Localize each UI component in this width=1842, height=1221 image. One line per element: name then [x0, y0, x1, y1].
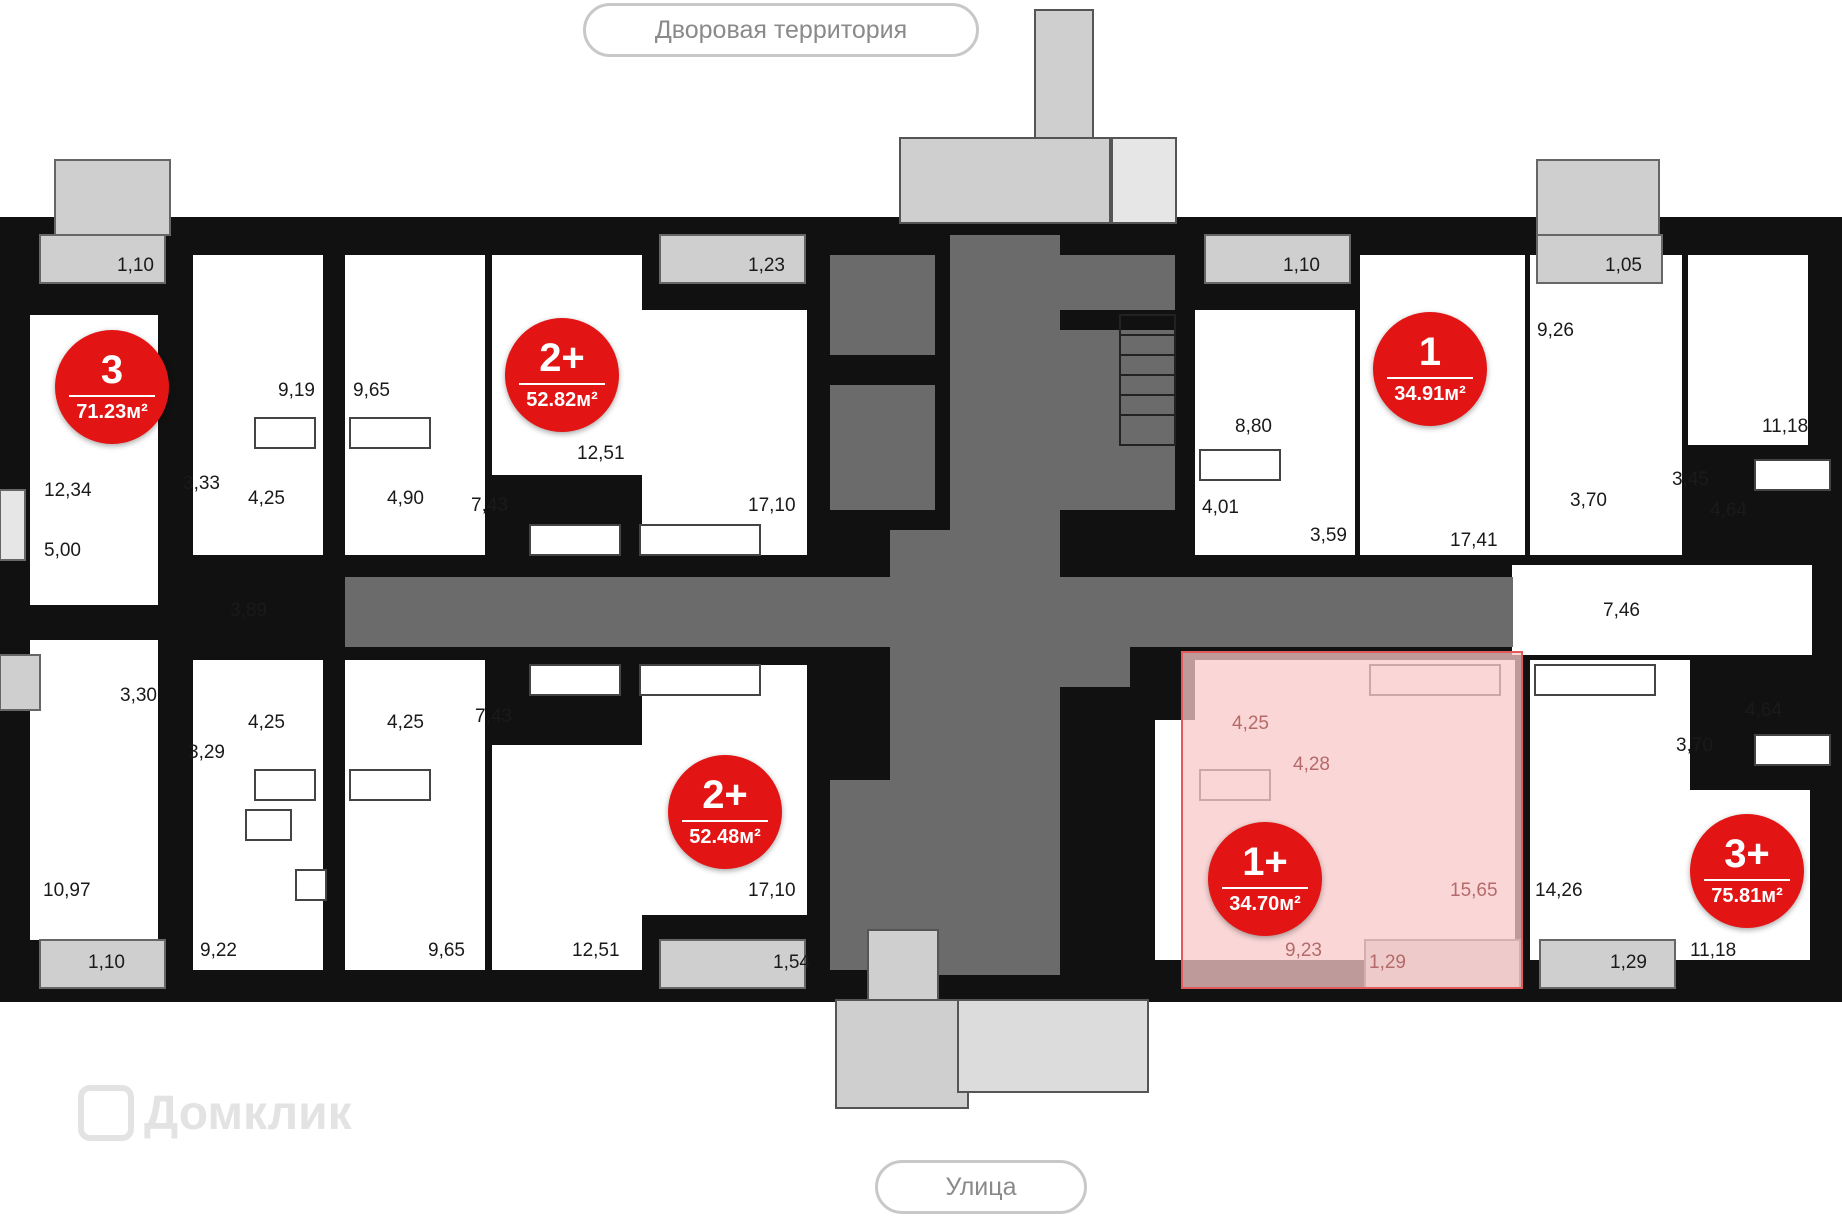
apartment-area: 75.81м²	[1711, 884, 1783, 907]
room-area: 11,18	[1762, 416, 1809, 437]
room-area: 12,51	[577, 443, 625, 464]
top-entrance	[899, 9, 1177, 224]
badge-divider	[69, 394, 155, 397]
apartment-rooms: 2+	[702, 772, 748, 817]
apartment-rooms: 2+	[539, 335, 585, 380]
room-area: 1,10	[1283, 255, 1320, 276]
staircase	[1119, 314, 1176, 446]
street-label: Улица	[875, 1160, 1087, 1214]
room-area: 4,01	[1202, 497, 1239, 518]
apartment-area: 34.70м²	[1229, 892, 1301, 915]
room-area: 1,54	[773, 952, 810, 973]
room-area: 3,59	[1310, 525, 1347, 546]
room-area: 1,10	[117, 255, 154, 276]
room-area: 3,33	[183, 473, 220, 494]
badge-divider	[1387, 376, 1473, 379]
room-area: 9,65	[428, 940, 465, 961]
room-area: 12,51	[572, 940, 620, 961]
room-area: 1,10	[88, 952, 125, 973]
room-area: 1,23	[748, 255, 785, 276]
watermark-text: Домклик	[144, 1086, 352, 1140]
yard-label: Дворовая территория	[583, 3, 979, 57]
balconies	[0, 159, 1676, 989]
room-area: 3,70	[1676, 735, 1713, 756]
room-area: 9,26	[1537, 320, 1574, 341]
room-area: 11,18	[1690, 940, 1737, 961]
apartment-rooms: 3+	[1724, 831, 1770, 876]
room-area-highlighted: 4,28	[1293, 754, 1330, 775]
room-area: 17,10	[748, 495, 796, 516]
room-area: 9,22	[200, 940, 237, 961]
apartment-area: 52.48м²	[689, 825, 761, 848]
room-area: 3,70	[1570, 490, 1607, 511]
highlighted-apartment[interactable]	[1181, 651, 1523, 989]
room-area: 12,34	[44, 480, 92, 501]
apartment-rooms: 3	[100, 347, 124, 392]
room-area: 1,29	[1610, 952, 1647, 973]
room-area: 4,25	[248, 712, 285, 733]
apartment-badge-highlighted[interactable]: 1+ 34.70м²	[1208, 822, 1322, 936]
apartment-area: 52.82м²	[526, 388, 598, 411]
common-corridor	[345, 235, 1513, 975]
room-area: 3,29	[188, 742, 225, 763]
home-logo-icon	[78, 1085, 134, 1141]
bottom-entrance	[835, 929, 1149, 1109]
room-area: 5,00	[44, 540, 81, 561]
apartment-area: 34.91м²	[1394, 382, 1466, 405]
room-area: 1,05	[1605, 255, 1642, 276]
badge-divider	[682, 819, 768, 822]
room-area: 4,25	[387, 712, 424, 733]
room-area: 17,10	[748, 880, 796, 901]
room-area: 4,64	[1710, 500, 1747, 521]
apartment-rooms: 1+	[1242, 839, 1288, 884]
apartment-badge[interactable]: 1 34.91м²	[1373, 312, 1487, 426]
apartment-rooms: 1	[1418, 329, 1442, 374]
room-area: 8,80	[1235, 416, 1272, 437]
room-area: 14,26	[1535, 880, 1583, 901]
room-area: 3,89	[230, 600, 267, 621]
apartment-badge[interactable]: 3 71.23м²	[55, 330, 169, 444]
apartment-badge[interactable]: 2+ 52.48м²	[668, 755, 782, 869]
room-area: 9,19	[278, 380, 315, 401]
room-area: 10,97	[43, 880, 91, 901]
room-area-highlighted: 4,25	[1232, 713, 1269, 734]
badge-divider	[519, 382, 605, 385]
room-area-highlighted: 1,29	[1369, 952, 1406, 973]
badge-divider	[1704, 878, 1790, 881]
room-area: 9,65	[353, 380, 390, 401]
room-area: 3,45	[1672, 469, 1709, 490]
room-area: 7,43	[475, 706, 512, 727]
watermark: Домклик	[78, 1085, 352, 1141]
apartment-badge[interactable]: 3+ 75.81м²	[1690, 814, 1804, 928]
room-area: 4,90	[387, 488, 424, 509]
room-area: 4,64	[1745, 700, 1782, 721]
room-area: 7,46	[1603, 600, 1640, 621]
apartment-area: 71.23м²	[76, 400, 148, 423]
room-area: 3,30	[120, 685, 157, 706]
room-area: 4,25	[248, 488, 285, 509]
apartment-badge[interactable]: 2+ 52.82м²	[505, 318, 619, 432]
badge-divider	[1222, 886, 1308, 889]
room-area-highlighted: 15,65	[1450, 880, 1498, 901]
room-area: 17,41	[1450, 530, 1498, 551]
room-area: 7,43	[471, 495, 508, 516]
room-area-highlighted: 9,23	[1285, 940, 1322, 961]
